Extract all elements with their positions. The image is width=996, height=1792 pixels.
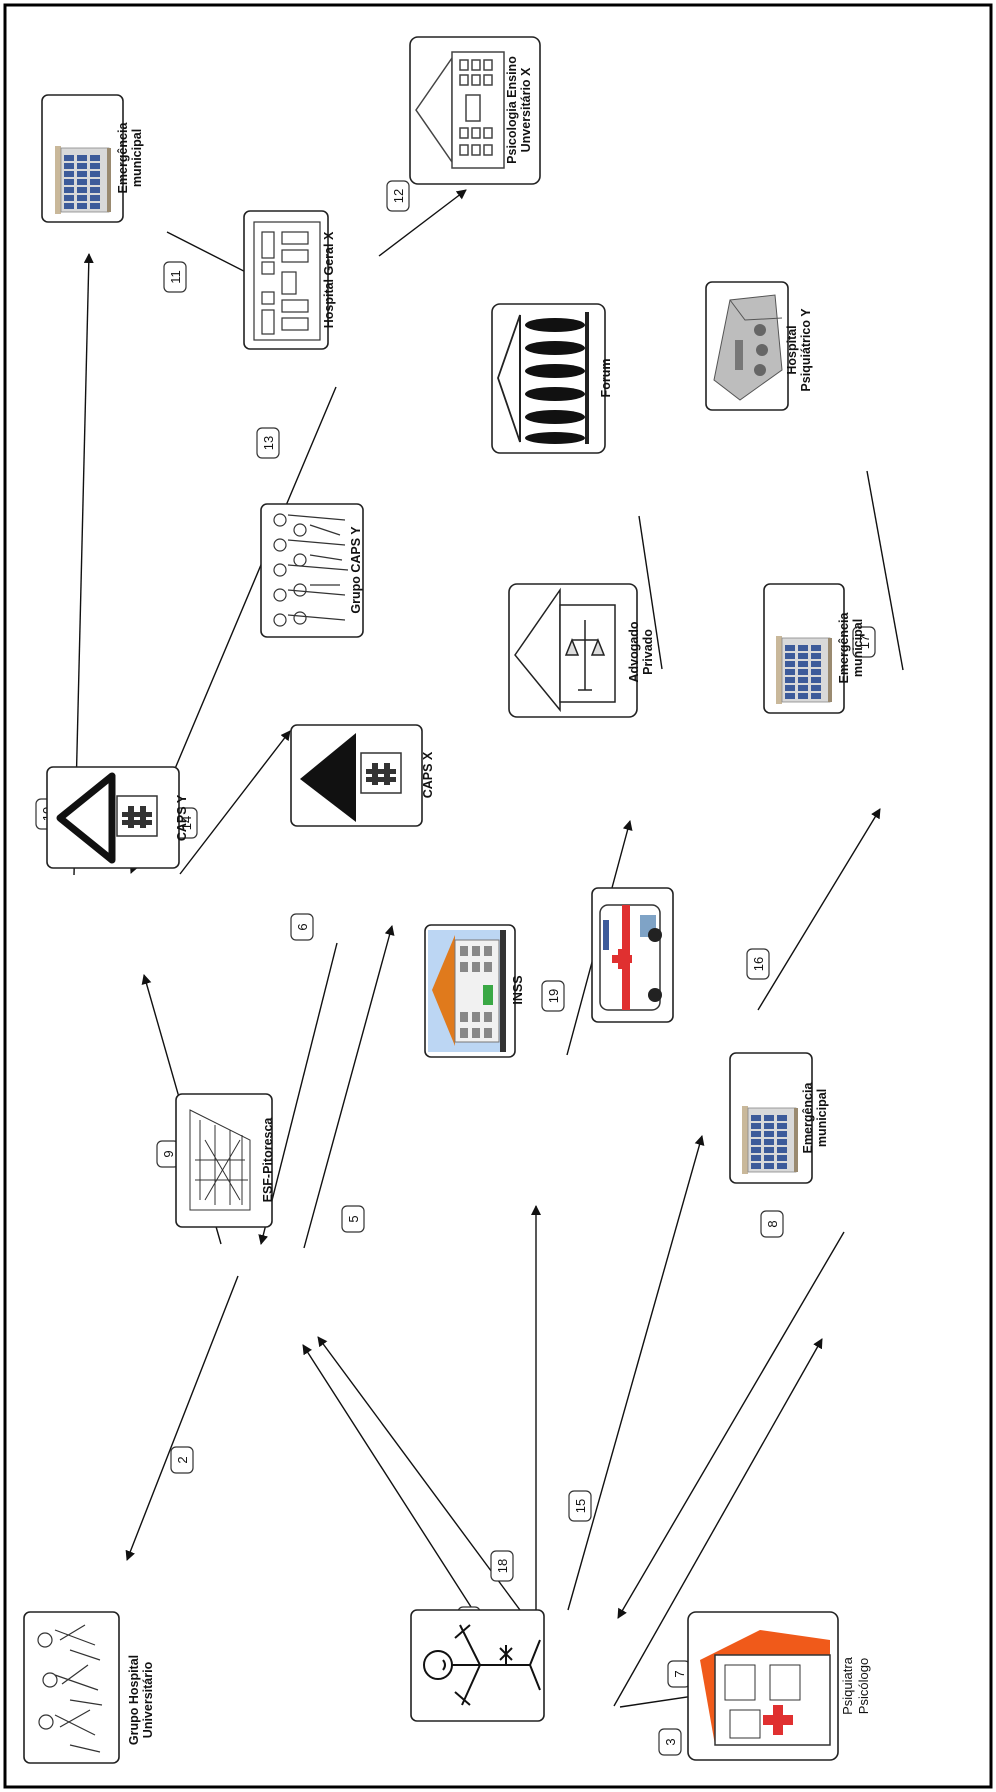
label-advogado-1: Advogado	[627, 621, 641, 682]
label-grupo-hospital-2: Universitário	[141, 1661, 155, 1738]
hospital-outline-icon	[254, 222, 320, 340]
label-hospital-psiq-1: Hospital	[785, 325, 799, 374]
node-psiquiatra: Psiquiatra Psicólogo	[688, 1612, 871, 1760]
node-hospital-psiq: Hospital Psiquiátrico Y	[706, 282, 813, 410]
label-psicologia-1: Psicologia Ensino	[505, 56, 519, 164]
svg-text:8: 8	[765, 1220, 780, 1227]
node-caps-y: CAPS Y	[47, 767, 189, 868]
svg-text:3: 3	[663, 1738, 678, 1745]
svg-text:5: 5	[346, 1215, 361, 1222]
node-grupo-caps: Grupo CAPS Y	[261, 504, 363, 637]
edge-label-19: 19	[542, 981, 564, 1011]
node-inss: INSS	[425, 925, 525, 1057]
edge-8	[618, 1232, 844, 1618]
node-person	[411, 1610, 544, 1721]
label-forum: Forum	[599, 359, 613, 398]
edge-label-12: 12	[387, 181, 409, 211]
edge-label-18: 18	[491, 1551, 513, 1581]
edge-label-6: 6	[291, 914, 313, 940]
label-emergencia-mid-2: municipal	[851, 619, 865, 677]
edge-label-8: 8	[761, 1211, 783, 1237]
edge-label-5: 5	[342, 1206, 364, 1232]
inss-building-icon	[428, 930, 506, 1052]
edge-label-3: 3	[659, 1729, 681, 1755]
node-forum: Forum	[492, 304, 613, 453]
svg-text:12: 12	[391, 189, 406, 203]
node-emergencia-mid: Emergência municipal	[764, 584, 865, 713]
edge-label-2: 2	[171, 1447, 193, 1473]
svg-text:7: 7	[672, 1670, 687, 1677]
svg-text:6: 6	[295, 923, 310, 930]
svg-text:16: 16	[751, 957, 766, 971]
edge-label-7: 7	[668, 1661, 690, 1687]
edge-14	[180, 731, 290, 874]
label-advogado-2: Privado	[641, 629, 655, 675]
svg-text:2: 2	[175, 1456, 190, 1463]
ambulance-icon	[600, 905, 662, 1010]
svg-text:9: 9	[161, 1150, 176, 1157]
label-grupo-caps: Grupo CAPS Y	[349, 526, 363, 614]
edge-15	[568, 1136, 702, 1610]
diagram-border	[5, 5, 991, 1787]
node-emergencia-top: Emergência municipal	[42, 95, 144, 222]
label-esf: ESF-Pitoresca	[261, 1117, 275, 1203]
edge-label-11: 11	[164, 262, 186, 292]
label-psiquiatra-1: Psiquiatra	[840, 1656, 855, 1715]
label-emergencia-bottom-2: municipal	[815, 1089, 829, 1147]
edge-16	[758, 809, 880, 1010]
label-psiquiatra-2: Psicólogo	[856, 1658, 871, 1714]
edge-label-15: 15	[569, 1491, 591, 1521]
node-hospital-geral: Hospital Geral X	[244, 211, 336, 349]
label-hospital-geral: Hospital Geral X	[322, 231, 336, 328]
label-psicologia-2: Unversitário X	[519, 67, 533, 152]
edge-4	[318, 1337, 520, 1610]
edge-5	[304, 926, 392, 1248]
label-emergencia-mid-1: Emergência	[837, 612, 851, 684]
label-emergencia-top-1: Emergência	[116, 122, 130, 194]
edge-1	[303, 1345, 473, 1610]
label-grupo-hospital-1: Grupo Hospital	[127, 1655, 141, 1745]
label-inss: INSS	[511, 975, 525, 1004]
label-caps-y: CAPS Y	[175, 794, 189, 841]
node-grupo-hospital: Grupo Hospital Universitário	[24, 1612, 155, 1763]
node-caps-x: CAPS X	[291, 725, 435, 826]
label-emergencia-top-2: municipal	[130, 129, 144, 187]
label-caps-x: CAPS X	[421, 751, 435, 798]
node-advogado: Advogado Privado	[509, 584, 655, 717]
node-emergencia-bottom: Emergência municipal	[730, 1053, 829, 1183]
label-emergencia-bottom-1: Emergência	[801, 1082, 815, 1154]
edge-label-16: 16	[747, 949, 769, 979]
svg-text:15: 15	[573, 1499, 588, 1513]
node-ambulancia	[592, 888, 673, 1022]
hospital-building-icon	[738, 1104, 800, 1176]
hospital-building-icon	[51, 144, 113, 216]
label-hospital-psiq-2: Psiquiátrico Y	[799, 308, 813, 392]
svg-text:11: 11	[168, 270, 183, 284]
edge-2	[127, 1276, 238, 1560]
svg-text:13: 13	[261, 436, 276, 450]
edge-label-13: 13	[257, 428, 279, 458]
node-psicologia: Psicologia Ensino Unversitário X	[410, 37, 540, 184]
svg-text:18: 18	[495, 1559, 510, 1573]
node-esf: ESF-Pitoresca	[176, 1094, 275, 1227]
svg-text:19: 19	[546, 989, 561, 1003]
hospital-building-icon	[772, 634, 834, 706]
